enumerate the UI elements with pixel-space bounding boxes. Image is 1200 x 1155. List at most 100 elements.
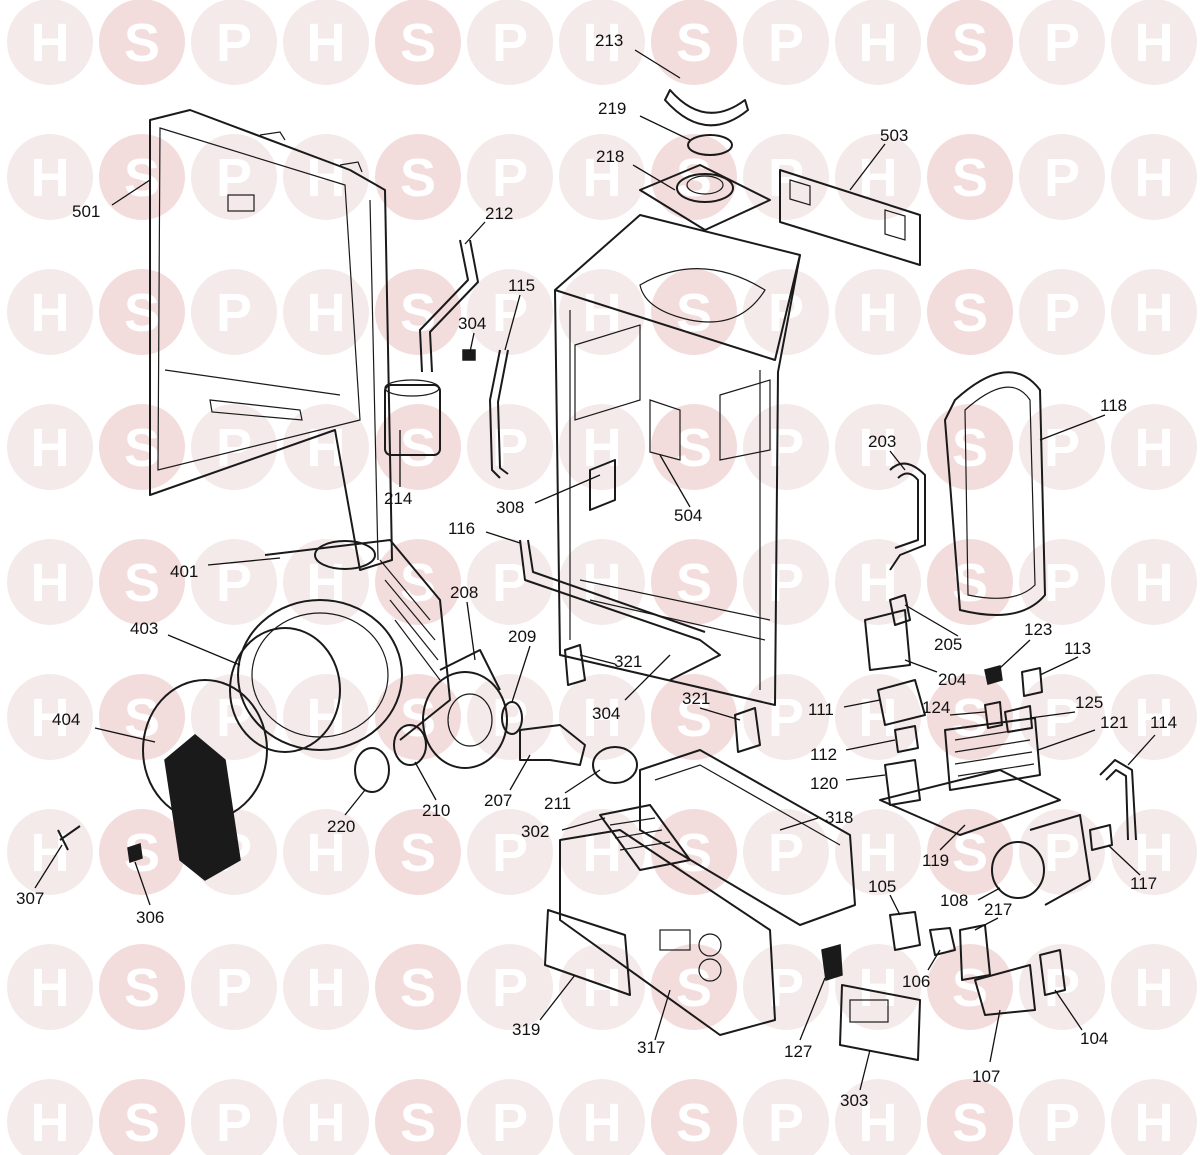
watermark-letter: S [952, 13, 988, 73]
label-210: 210 [422, 801, 450, 820]
watermark-letter: H [307, 283, 346, 343]
part-111 [877, 679, 926, 726]
watermark-letter: P [768, 553, 804, 613]
watermark-letter: P [1044, 553, 1080, 613]
part-209-gasket [501, 701, 523, 735]
part-115-pipe [489, 349, 509, 479]
watermark-circle [99, 134, 185, 220]
watermark-letter: H [859, 1093, 898, 1153]
label-220: 220 [327, 817, 355, 836]
label-213: 213 [595, 31, 623, 50]
watermark-letter: H [1135, 1093, 1174, 1153]
watermark-circle [467, 809, 553, 895]
watermark-circle [835, 404, 921, 490]
watermark-circle [375, 809, 461, 895]
label-404: 404 [52, 710, 80, 729]
watermark-circle [7, 539, 93, 625]
watermark-letter: P [216, 13, 252, 73]
label-121: 121 [1100, 713, 1128, 732]
watermark-circle [835, 809, 921, 895]
watermark-letter: H [31, 1093, 70, 1153]
watermark-circle [1019, 809, 1105, 895]
watermark-letter: S [676, 958, 712, 1018]
watermark-circle [375, 269, 461, 355]
watermark-circle [1111, 674, 1197, 760]
watermark-letter: H [583, 553, 622, 613]
part-210-seal [393, 724, 427, 766]
watermark-circle [559, 1079, 645, 1155]
part-labels: 213 219 218 503 501 212 115 304 118 214 … [16, 31, 1177, 1110]
watermark-circle [375, 674, 461, 760]
watermark-letter: P [216, 148, 252, 208]
watermark-circle [743, 1079, 829, 1155]
watermark-letter: H [1135, 958, 1174, 1018]
watermark-circle [743, 134, 829, 220]
watermark-circle [191, 134, 277, 220]
part-108-pump [991, 814, 1091, 906]
part-306 [127, 843, 143, 863]
watermark-circle [375, 134, 461, 220]
part-116-pipe [519, 539, 721, 681]
label-321-bottom: 321 [682, 689, 710, 708]
watermark-circle [99, 539, 185, 625]
watermark-circle [835, 0, 921, 85]
watermark-letter: S [124, 148, 160, 208]
watermark-letter: H [583, 283, 622, 343]
watermark-circle [1111, 1079, 1197, 1155]
label-107: 107 [972, 1067, 1000, 1086]
part-214-sensor [384, 379, 441, 456]
watermark-circle [7, 0, 93, 85]
watermark-circle [467, 269, 553, 355]
watermark-letter: H [307, 958, 346, 1018]
watermark-letter: S [676, 553, 712, 613]
watermark-letter: P [216, 283, 252, 343]
label-503: 503 [880, 126, 908, 145]
watermark-circle [1111, 404, 1197, 490]
watermark-circle [99, 944, 185, 1030]
part-304-clip-top [462, 349, 476, 361]
watermark-letter: S [952, 1093, 988, 1153]
watermark-circle [1111, 539, 1197, 625]
watermark-letter: H [307, 148, 346, 208]
label-317: 317 [637, 1038, 665, 1057]
watermark-circle [835, 269, 921, 355]
label-321-top: 321 [614, 652, 642, 671]
watermark-letter: S [676, 283, 712, 343]
watermark-circle [99, 1079, 185, 1155]
watermark-circle [743, 0, 829, 85]
watermark-circle [7, 809, 93, 895]
watermark-circle [99, 0, 185, 85]
label-203: 203 [868, 432, 896, 451]
watermark-letter: H [1135, 553, 1174, 613]
part-219-seal [687, 134, 733, 156]
label-111: 111 [808, 700, 834, 719]
watermark-circle [7, 269, 93, 355]
watermark-letter: H [1135, 823, 1174, 883]
part-220-seal [354, 747, 390, 793]
part-120 [884, 759, 921, 806]
watermark-letter: H [859, 958, 898, 1018]
watermark-letter: S [676, 823, 712, 883]
watermark-letter: P [768, 13, 804, 73]
watermark-circle [835, 674, 921, 760]
watermark-circle [467, 944, 553, 1030]
label-219: 219 [598, 99, 626, 118]
watermark-letter: S [124, 958, 160, 1018]
label-209: 209 [508, 627, 536, 646]
label-118: 118 [1100, 396, 1127, 415]
watermark-circle [651, 539, 737, 625]
label-303: 303 [840, 1091, 868, 1110]
watermark-circle [283, 944, 369, 1030]
part-403-seal-ring [229, 627, 341, 753]
watermark-letter: S [676, 688, 712, 748]
part-213-clip [664, 89, 749, 127]
watermark-circle [7, 674, 93, 760]
label-124: 124 [922, 698, 950, 717]
watermark-circle [375, 0, 461, 85]
watermark-circle [283, 0, 369, 85]
part-207-venturi [519, 724, 586, 766]
watermark-letter: H [31, 553, 70, 613]
watermark-letter: H [307, 418, 346, 478]
watermark-circle [283, 1079, 369, 1155]
